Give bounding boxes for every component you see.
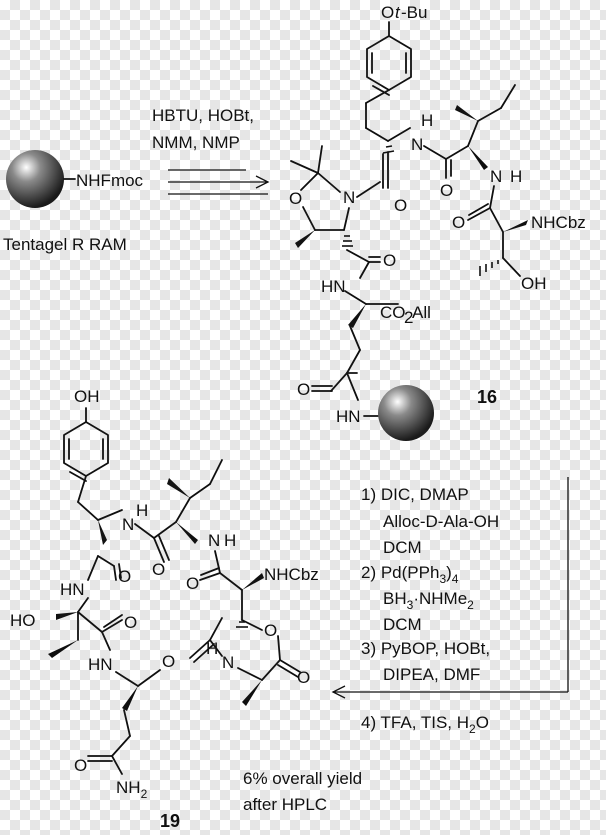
svg-text:N: N bbox=[208, 531, 220, 550]
svg-text:O: O bbox=[74, 756, 87, 775]
svg-text:HN: HN bbox=[60, 580, 85, 599]
condition-step2-line1: 2) Pd(PPh3)4 bbox=[361, 563, 459, 586]
compound-19-structure: OH N H O N H O NHCbz bbox=[10, 387, 319, 801]
svg-text:All: All bbox=[412, 303, 431, 322]
condition-step1-line2: Alloc-D-Ala-OH bbox=[383, 512, 499, 531]
svg-text:HN: HN bbox=[321, 277, 346, 296]
svg-text:N: N bbox=[490, 167, 502, 186]
svg-text:H: H bbox=[421, 111, 433, 130]
svg-text:CO: CO bbox=[380, 303, 406, 322]
svg-text:t: t bbox=[395, 3, 401, 22]
svg-text:H: H bbox=[510, 167, 522, 186]
reverse-arrow bbox=[331, 477, 569, 699]
svg-text:-Bu: -Bu bbox=[401, 3, 427, 22]
condition-step1-line3: DCM bbox=[383, 538, 422, 557]
condition-step3-line1: 3) PyBOP, HOBt, bbox=[361, 639, 490, 658]
svg-text:O: O bbox=[297, 668, 310, 687]
svg-text:O: O bbox=[452, 213, 465, 232]
svg-text:N: N bbox=[411, 135, 423, 154]
reagent-line-1: HBTU, HOBt, bbox=[152, 106, 254, 125]
svg-text:HN: HN bbox=[336, 407, 361, 426]
svg-text:N: N bbox=[222, 653, 234, 672]
resin-bead-16-icon bbox=[378, 385, 434, 441]
svg-text:O: O bbox=[381, 3, 394, 22]
svg-text:O: O bbox=[394, 196, 407, 215]
condition-step2-line3: DCM bbox=[383, 615, 422, 634]
condition-step2-line2: BH3·NHMe2 bbox=[383, 589, 474, 612]
svg-text:N: N bbox=[122, 515, 134, 534]
svg-text:O: O bbox=[124, 613, 137, 632]
condition-step4: 4) TFA, TIS, H2O bbox=[361, 713, 489, 736]
svg-text:OH: OH bbox=[521, 274, 547, 293]
svg-text:H: H bbox=[136, 501, 148, 520]
svg-text:OH: OH bbox=[74, 387, 100, 406]
svg-text:O: O bbox=[162, 652, 175, 671]
yield-line-2: after HPLC bbox=[243, 795, 327, 814]
svg-text:NHCbz: NHCbz bbox=[531, 213, 586, 232]
svg-text:HO: HO bbox=[10, 611, 36, 630]
svg-text:NHCbz: NHCbz bbox=[264, 565, 319, 584]
resin-name-label: Tentagel R RAM bbox=[3, 235, 127, 254]
yield-line-1: 6% overall yield bbox=[243, 769, 362, 788]
svg-text:H: H bbox=[206, 639, 218, 658]
compound-16-structure: O t -Bu H N O N H bbox=[289, 3, 586, 426]
forward-triple-arrow bbox=[168, 169, 270, 195]
reagent-line-2: NMM, NMP bbox=[152, 133, 240, 152]
svg-text:HN: HN bbox=[88, 655, 113, 674]
compound-16-number: 16 bbox=[477, 387, 497, 407]
svg-text:O: O bbox=[289, 189, 302, 208]
nh2-label: NH2 bbox=[116, 778, 148, 801]
svg-text:O: O bbox=[440, 181, 453, 200]
svg-text:O: O bbox=[118, 567, 131, 586]
svg-text:2: 2 bbox=[404, 308, 413, 327]
compound-19-number: 19 bbox=[160, 811, 180, 831]
svg-text:O: O bbox=[383, 251, 396, 270]
condition-step3-line2: DIPEA, DMF bbox=[383, 665, 480, 684]
svg-text:O: O bbox=[152, 560, 165, 579]
svg-text:O: O bbox=[186, 574, 199, 593]
condition-step1-line1: 1) DIC, DMAP bbox=[361, 485, 469, 504]
svg-text:N: N bbox=[343, 188, 355, 207]
resin-bead-icon bbox=[6, 150, 64, 208]
svg-text:H: H bbox=[224, 531, 236, 550]
svg-text:O: O bbox=[264, 621, 277, 640]
svg-text:O: O bbox=[297, 380, 310, 399]
resin-group-label: NHFmoc bbox=[76, 171, 144, 190]
